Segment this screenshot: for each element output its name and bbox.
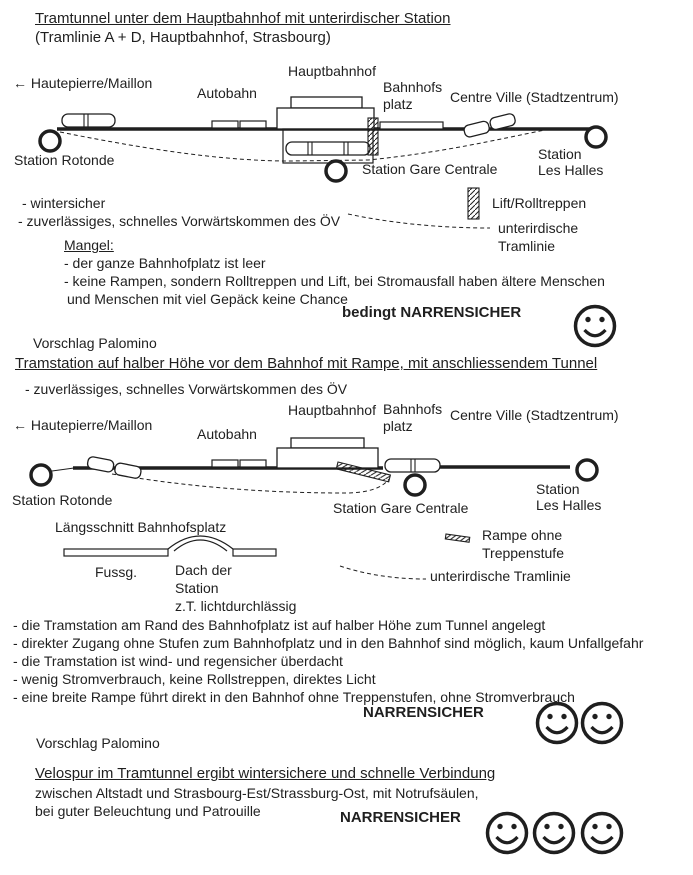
station-gare-centrale-circle xyxy=(403,473,427,497)
fussgaenger-label: Fussg. xyxy=(95,564,138,580)
hauptbahnhof-label: Hauptbahnhof xyxy=(288,402,376,418)
circle-connector-line xyxy=(51,467,75,472)
left-arrow-icon: ← xyxy=(13,417,27,433)
station-rotonde-circle xyxy=(38,129,62,153)
section-heading: Velospur im Tramtunnel ergibt wintersich… xyxy=(35,765,496,782)
walkway-slab-left xyxy=(63,548,169,557)
hauptbahnhof-label: Hauptbahnhof xyxy=(288,63,376,79)
lift-legend-swatch xyxy=(467,187,480,220)
smiley-row-2 xyxy=(535,701,624,745)
ramp-legend-swatch xyxy=(444,533,471,543)
page-title: Tramtunnel unter dem Hauptbahnhof mit un… xyxy=(35,10,451,27)
smiley-row-3 xyxy=(485,811,624,855)
proposal-label: Vorschlag Palomino xyxy=(33,335,157,351)
tram-tilted-right xyxy=(463,113,516,138)
proposal-label: Vorschlag Palomino xyxy=(36,735,160,751)
legend-1 xyxy=(347,187,491,229)
station-les-halles-circle xyxy=(584,125,608,149)
mangel-item: und Menschen mit viel Gepäck keine Chanc… xyxy=(67,291,348,307)
mangel-item: - der ganze Bahnhofplatz ist leer xyxy=(64,255,266,271)
dach-der-station-label: Dach der Station z.T. lichtdurchlässig xyxy=(175,562,297,614)
underground-line-legend-dash xyxy=(339,565,427,580)
legend-underground-tram-label: unterirdische Tramlinie xyxy=(430,568,571,584)
smiley-icon xyxy=(485,811,529,855)
underground-tram-line xyxy=(111,473,390,494)
lift-escalator-bar xyxy=(367,117,379,156)
legend-underground-tram-label: unterirdische Tramlinie xyxy=(498,220,579,254)
bullet-item: - eine breite Rampe führt direkt in den … xyxy=(13,689,575,705)
walkway-slab-right xyxy=(232,548,277,557)
body-line: bei guter Beleuchtung und Patrouille xyxy=(35,803,261,819)
bahnhofsplatz-label: Bahnhofs platz xyxy=(383,401,443,434)
bullet-item: - wenig Stromverbrauch, keine Rollstrepp… xyxy=(13,671,376,687)
autobahn-label: Autobahn xyxy=(197,426,257,442)
pro-item: - zuverlässiges, schnelles Vorwärtskomme… xyxy=(25,381,348,397)
verdict-text: NARRENSICHER xyxy=(340,809,461,826)
page-subtitle: (Tramlinie A + D, Hauptbahnhof, Strasbou… xyxy=(35,29,331,46)
legend-2 xyxy=(339,533,471,580)
verdict-text: NARRENSICHER xyxy=(363,704,484,721)
smiley-icon xyxy=(573,304,617,348)
centre-ville-label: Centre Ville (Stadtzentrum) xyxy=(450,407,619,423)
pro-item: - zuverlässiges, schnelles Vorwärtskomme… xyxy=(18,213,341,229)
pro-item: - wintersicher xyxy=(22,195,106,211)
autobahn-marks xyxy=(211,459,267,468)
ramp-hatched xyxy=(335,461,392,483)
station-roof-outer-arc xyxy=(167,535,234,550)
hauptbahnhof-building xyxy=(276,96,375,130)
smiley-icon xyxy=(580,701,624,745)
smiley-icon xyxy=(535,701,579,745)
mangel-heading: Mangel: xyxy=(64,237,114,253)
diagram-half-height-station xyxy=(29,437,599,497)
legend-rampe-label: Rampe ohne Treppenstufe xyxy=(482,527,564,561)
station-gare-centrale-label: Station Gare Centrale xyxy=(333,500,469,516)
direction-label-left: ← Hautepierre/Maillon xyxy=(13,75,152,91)
platform-strip xyxy=(379,121,444,130)
direction-label-left: ← Hautepierre/Maillon xyxy=(13,417,152,433)
smiley-icon xyxy=(580,811,624,855)
hauptbahnhof-building xyxy=(276,437,379,469)
bullet-item: - die Tramstation ist wind- und regensic… xyxy=(13,653,343,669)
station-les-halles-label: Station Les Halles xyxy=(538,146,604,178)
section-heading: Tramstation auf halber Höhe vor dem Bahn… xyxy=(15,355,598,372)
station-gare-centrale-label: Station Gare Centrale xyxy=(362,161,498,177)
station-gare-centrale-circle xyxy=(324,159,348,183)
cross-section-drawing xyxy=(63,535,277,557)
autobahn-marks xyxy=(211,120,267,129)
body-line: zwischen Altstadt und Strasbourg-Est/Str… xyxy=(35,785,479,801)
left-arrow-icon: ← xyxy=(13,75,27,91)
tram-tilted-left xyxy=(86,456,142,479)
station-rotonde-label: Station Rotonde xyxy=(12,492,113,508)
tram-at-station xyxy=(384,458,441,473)
station-roof-inner-arc xyxy=(173,539,228,552)
tram-surface-left xyxy=(61,113,116,128)
autobahn-label: Autobahn xyxy=(197,85,257,101)
station-rotonde-label: Station Rotonde xyxy=(14,152,115,168)
station-rotonde-circle xyxy=(29,463,53,487)
direction-left-text: Hautepierre/Maillon xyxy=(30,75,153,91)
centre-ville-label: Centre Ville (Stadtzentrum) xyxy=(450,89,619,105)
diagram-tunnel-under-station xyxy=(38,96,608,183)
underground-tram-line xyxy=(59,129,546,162)
verdict-text: bedingt NARRENSICHER xyxy=(342,304,522,321)
smiley-icon xyxy=(532,811,576,855)
direction-left-text: Hautepierre/Maillon xyxy=(30,417,153,433)
station-les-halles-circle xyxy=(575,458,599,482)
underground-line-legend-dash xyxy=(347,213,491,229)
tram-underground xyxy=(285,141,371,156)
bahnhofsplatz-label: Bahnhofs platz xyxy=(383,79,443,112)
station-les-halles-label: Station Les Halles xyxy=(536,481,602,513)
bullet-item: - die Tramstation am Rand des Bahnhofpla… xyxy=(13,617,546,633)
bullet-item: - direkter Zugang ohne Stufen zum Bahnho… xyxy=(13,635,644,651)
cross-section-title: Längsschnitt Bahnhofsplatz xyxy=(55,519,227,535)
mangel-item: - keine Rampen, sondern Rolltreppen und … xyxy=(64,273,605,289)
legend-lift-label: Lift/Rolltreppen xyxy=(492,195,587,211)
